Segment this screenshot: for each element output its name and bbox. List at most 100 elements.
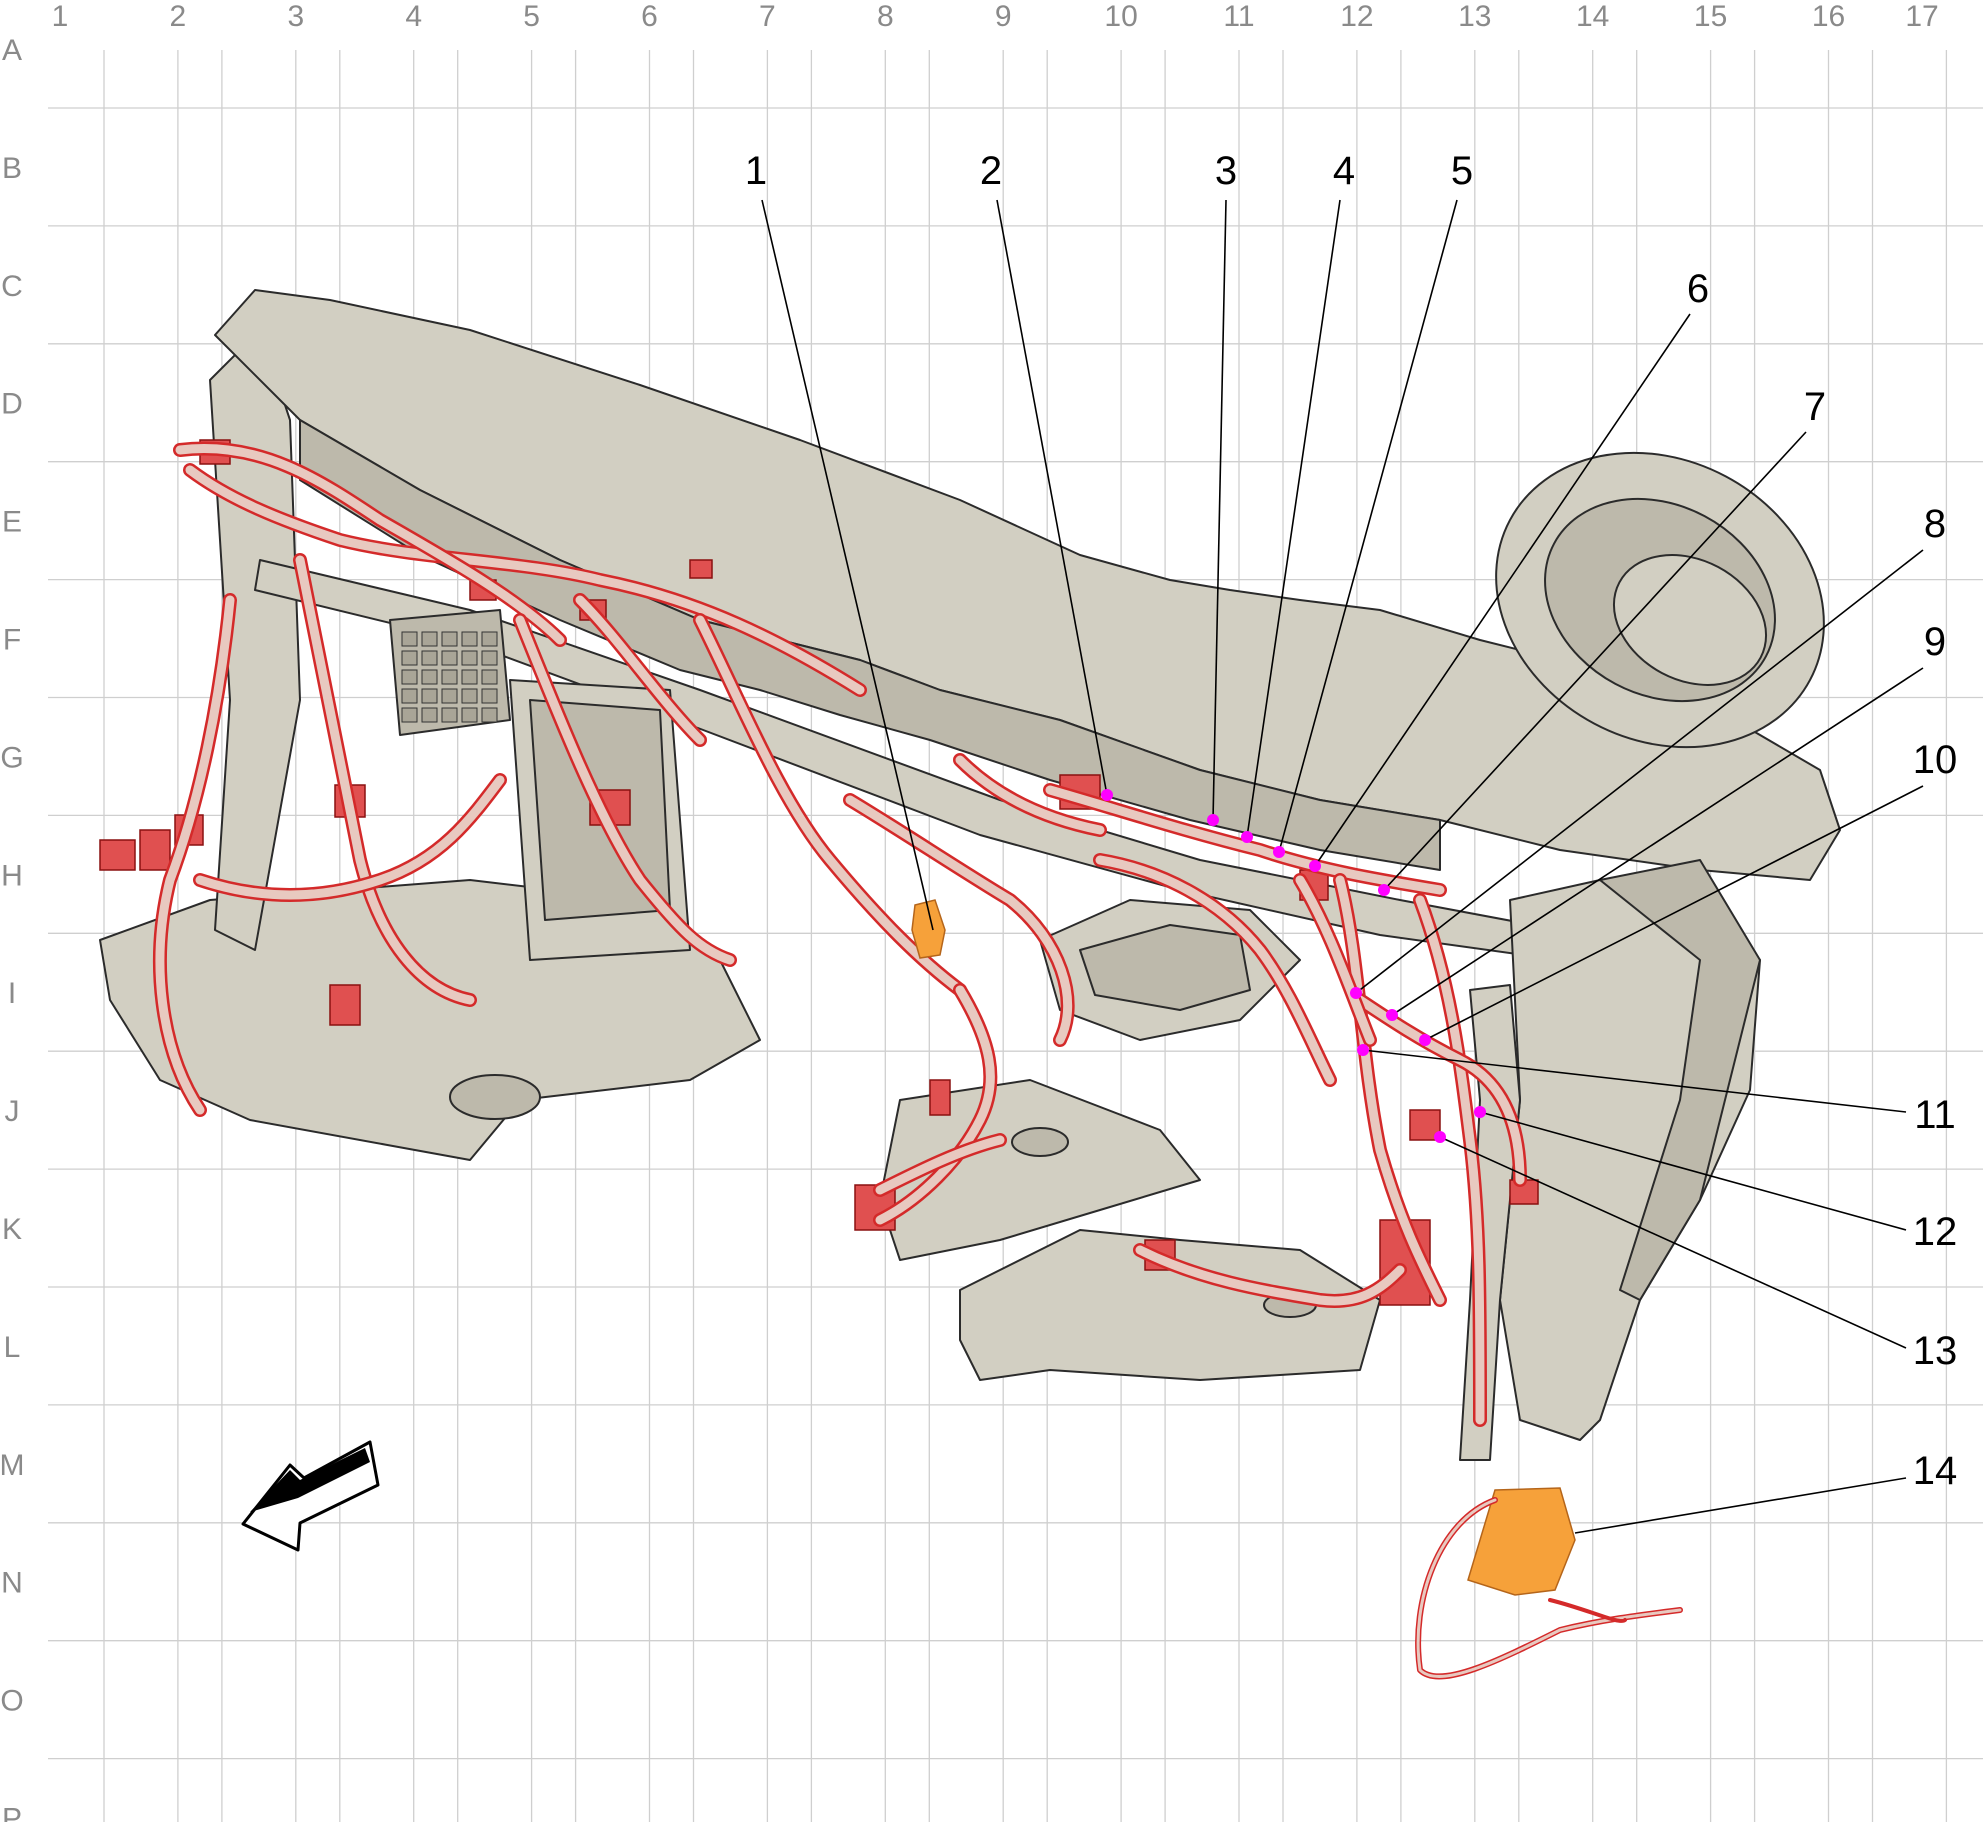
harness-segment-core bbox=[1135, 1245, 1405, 1306]
fuse-cell bbox=[421, 631, 438, 647]
callout-marker-8 bbox=[1350, 987, 1362, 999]
grid-column-label: 16 bbox=[1812, 0, 1845, 33]
grid-column-label: 13 bbox=[1458, 0, 1491, 33]
callout-marker-2 bbox=[1101, 789, 1113, 801]
callout-label-12: 12 bbox=[1913, 1210, 1958, 1254]
fuse-cell bbox=[481, 669, 498, 685]
fuse-cell bbox=[401, 707, 418, 723]
fuse-cell bbox=[401, 631, 418, 647]
grid-column-label: 9 bbox=[995, 0, 1012, 33]
callout-label-2: 2 bbox=[980, 149, 1002, 193]
callout-label-13: 13 bbox=[1913, 1329, 1958, 1373]
fuse-cell bbox=[401, 669, 418, 685]
grid-row-label: A bbox=[2, 34, 22, 67]
fuse-cells bbox=[401, 631, 498, 723]
harness-segment-core bbox=[695, 615, 965, 995]
leader-line-12 bbox=[1479, 1111, 1907, 1231]
leader-line-10 bbox=[1424, 785, 1924, 1041]
grid-row-label: E bbox=[2, 506, 22, 539]
fuse-cell bbox=[441, 707, 458, 723]
front-direction-arrow-icon bbox=[241, 1440, 380, 1552]
harness-segment-core bbox=[875, 1135, 1005, 1195]
grid-column-label: 7 bbox=[759, 0, 776, 33]
harness-segment-core bbox=[175, 444, 565, 645]
leader-line-6 bbox=[1314, 313, 1691, 867]
leader-line-14 bbox=[1574, 1477, 1907, 1534]
callout-label-6: 6 bbox=[1687, 267, 1709, 311]
leader-line-1 bbox=[761, 199, 934, 931]
grid-column-label: 5 bbox=[523, 0, 540, 33]
grid-column-label: 11 bbox=[1223, 0, 1254, 33]
fuse-cell bbox=[441, 631, 458, 647]
callout-label-11: 11 bbox=[1914, 1093, 1956, 1137]
harness-segment-core bbox=[155, 595, 235, 1115]
fuse-cell bbox=[441, 688, 458, 704]
callout-marker-4 bbox=[1241, 831, 1253, 843]
fuse-cell bbox=[421, 650, 438, 666]
grid-column-label: 4 bbox=[405, 0, 422, 33]
callout-label-9: 9 bbox=[1924, 620, 1946, 664]
callout-leader-lines bbox=[761, 199, 1924, 1534]
grid-row-label: D bbox=[1, 388, 23, 421]
fuse-cell bbox=[401, 650, 418, 666]
fuse-cell bbox=[401, 688, 418, 704]
fuse-cell bbox=[481, 650, 498, 666]
callout-marker-6 bbox=[1309, 860, 1321, 872]
grid-row-label: O bbox=[0, 1685, 23, 1718]
grid-row-label: H bbox=[1, 859, 23, 892]
callout-marker-3 bbox=[1207, 814, 1219, 826]
harness-segment-core bbox=[195, 775, 505, 900]
harness-segment-core bbox=[1335, 875, 1445, 1305]
leader-line-2 bbox=[996, 199, 1108, 796]
callout-marker-12 bbox=[1474, 1106, 1486, 1118]
callout-marker-10 bbox=[1419, 1034, 1431, 1046]
leader-line-3 bbox=[1212, 199, 1227, 821]
leader-line-11 bbox=[1362, 1049, 1907, 1113]
grid-row-label: C bbox=[1, 270, 23, 303]
grid-row-label: N bbox=[1, 1567, 23, 1600]
fuse-cell bbox=[421, 669, 438, 685]
callout-label-5: 5 bbox=[1451, 149, 1473, 193]
grid-column-label: 8 bbox=[877, 0, 894, 33]
fuse-cell bbox=[441, 669, 458, 685]
connector bbox=[689, 559, 713, 579]
grid-row-label: J bbox=[5, 1095, 20, 1128]
callout-label-10: 10 bbox=[1913, 738, 1958, 782]
center-mounting-plate-lower bbox=[959, 1229, 1381, 1381]
callout-marker-13 bbox=[1434, 1131, 1446, 1143]
grid-row-label: I bbox=[8, 977, 16, 1010]
leader-line-5 bbox=[1278, 199, 1458, 853]
grid-column-label: 1 bbox=[52, 0, 69, 33]
left-tray-hole bbox=[449, 1074, 541, 1120]
grid-column-label: 6 bbox=[641, 0, 658, 33]
grid-column-label: 15 bbox=[1694, 0, 1727, 33]
connector bbox=[139, 829, 171, 871]
grid-row-label: F bbox=[3, 624, 21, 657]
grid-column-label: 2 bbox=[170, 0, 187, 33]
grid-column-label: 10 bbox=[1104, 0, 1137, 33]
fuse-cell bbox=[461, 688, 478, 704]
harness-segment-core bbox=[295, 555, 475, 1005]
harness-segment-core bbox=[1045, 785, 1445, 895]
console-switch-bank bbox=[1079, 924, 1251, 1011]
harness-segment-core bbox=[515, 615, 735, 965]
right-closeout-panel bbox=[1599, 859, 1761, 1301]
fuse-cell bbox=[481, 707, 498, 723]
grid-column-label: 17 bbox=[1905, 0, 1938, 33]
module-14-lead-2 bbox=[1548, 1598, 1627, 1623]
grid-row-label: L bbox=[4, 1331, 21, 1364]
connector bbox=[929, 1079, 951, 1116]
plate-hole-upper bbox=[1011, 1127, 1069, 1157]
leader-line-4 bbox=[1246, 199, 1341, 838]
callout-markers bbox=[1101, 789, 1486, 1143]
fuse-cell bbox=[461, 650, 478, 666]
harness-segment-core bbox=[875, 985, 995, 1225]
fuse-cell bbox=[461, 669, 478, 685]
harness-segment-core bbox=[1295, 875, 1375, 1045]
harness-segment-core bbox=[1415, 895, 1485, 1425]
